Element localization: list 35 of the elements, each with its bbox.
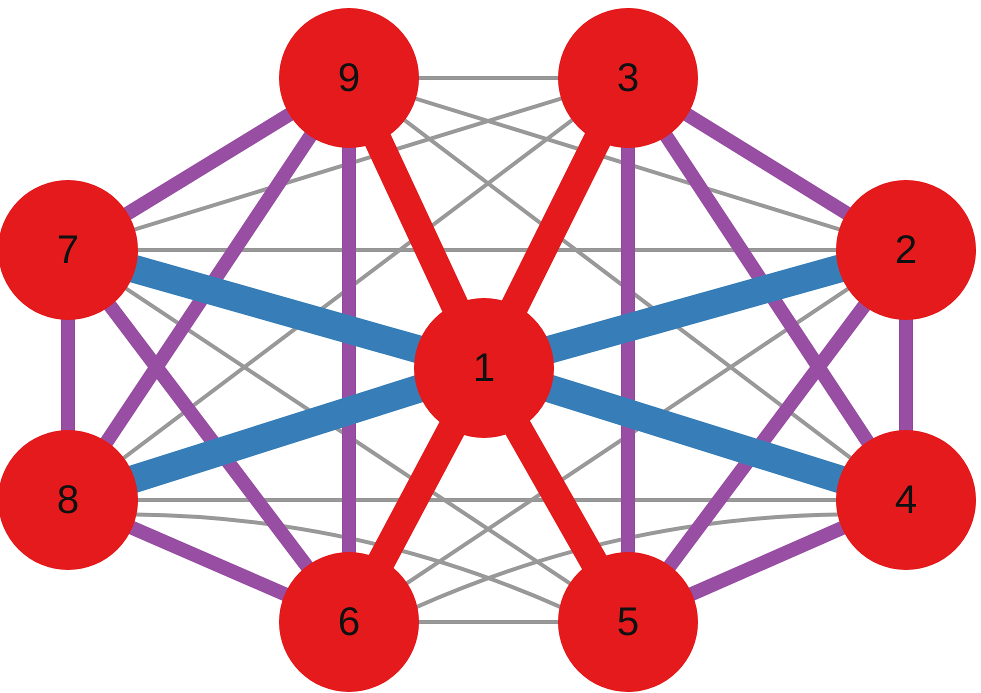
connector-line — [368, 421, 464, 569]
connector-line — [414, 512, 840, 610]
connector-line — [544, 374, 846, 494]
node-label: 3 — [616, 56, 640, 100]
connector-line — [103, 300, 314, 572]
connector-line — [128, 520, 290, 602]
connector-line — [342, 146, 356, 554]
connector-line — [417, 76, 560, 80]
connector-line — [663, 300, 871, 572]
connector-line — [121, 117, 575, 461]
connector-line — [413, 96, 842, 232]
node-label: 1 — [472, 346, 496, 390]
connector-line — [130, 255, 422, 363]
connector-line — [132, 96, 564, 232]
connector-line — [621, 146, 635, 554]
connector-line — [134, 512, 562, 610]
node-label: 4 — [894, 478, 918, 522]
connector-line — [100, 130, 318, 448]
node-label: 9 — [338, 56, 360, 100]
connector-line — [899, 318, 913, 432]
node-label: 8 — [56, 478, 80, 522]
node-label: 6 — [338, 600, 360, 644]
connector-line — [128, 375, 424, 493]
node-label: 2 — [894, 228, 918, 272]
connector-line — [404, 286, 851, 586]
connector-line — [682, 108, 852, 220]
connector-line — [417, 620, 560, 624]
connector-line — [660, 130, 874, 448]
connector-line — [122, 108, 295, 220]
node-label: 7 — [56, 228, 80, 272]
connector-line — [136, 248, 838, 252]
node-label: 5 — [616, 600, 640, 644]
connector-line — [61, 318, 75, 432]
connector-line — [687, 520, 847, 602]
connector-line — [546, 254, 844, 364]
